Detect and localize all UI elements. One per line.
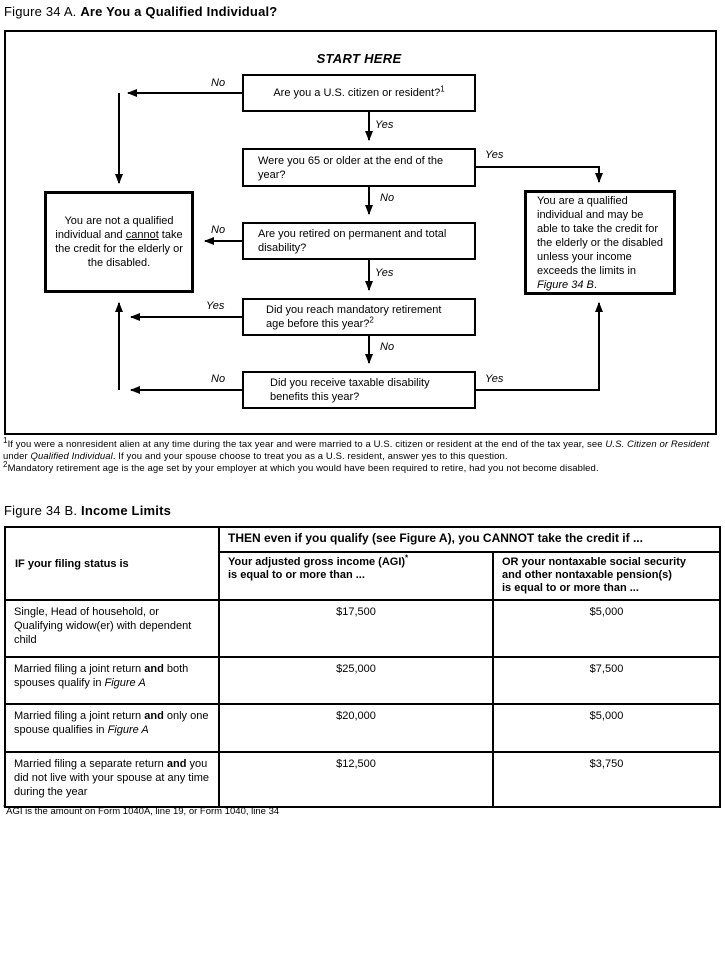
agi-limit-cell: $25,000 [218,656,494,705]
income-limits-table: IF your filing status is THEN even if yo… [4,526,721,808]
flowchart-box-taxable: Did you receive taxable disability benef… [242,371,476,409]
edge-label-mandatory-no: No [380,341,395,353]
footnote-2: 2Mandatory retirement age is the age set… [3,459,599,474]
pension-limit-cell: $5,000 [492,599,721,658]
pension-limit-cell: $5,000 [492,703,721,753]
flowchart-box-mandatory: Did you reach mandatory retirement age b… [242,298,476,336]
edge-label-taxable-no: No [211,373,226,385]
flowchart-box-retired-text: Are you retired on permanent and total d… [258,228,447,254]
table-row: Single, Head of household, or Qualifying… [4,599,721,658]
edge-label-age-yes: Yes [485,149,504,161]
figure-a-footnotes: 1If you were a nonresident alien at any … [3,435,719,475]
flowchart-connectors [115,89,603,394]
edge-label-citizen-yes: Yes [375,119,394,131]
flowchart-box-qualified-text: You are a qualified individual and may b… [537,194,663,291]
figure-b-title: Figure 34 B. Income Limits [4,503,171,518]
filing-status-header: IF your filing status is [4,526,220,601]
arrow-taxable-yes [476,302,603,391]
edge-label-retired-yes: Yes [375,267,394,279]
figure-b-footnote: *AGI is the amount on Form 1040A, line 1… [3,802,280,817]
agi-limit-cell: $17,500 [218,599,494,658]
figure-a-title: Figure 34 A. Are You a Qualified Individ… [4,4,277,19]
agi-limit-cell: $12,500 [218,751,494,808]
then-header: THEN even if you qualify (see Figure A),… [218,526,721,553]
start-here-label: START HERE [316,51,402,66]
edge-label-retired-no: No [211,224,226,236]
edge-label-age-no: No [380,192,395,204]
pension-limit-cell: $3,750 [492,751,721,808]
figure-b-title-main: Income Limits [81,503,172,518]
filing-status-cell: Married filing a joint return and only o… [4,703,220,753]
flowchart-box-qualified: You are a qualified individual and may b… [524,190,676,295]
table-row: Married filing a joint return and both s… [4,656,721,705]
filing-status-cell: Married filing a separate return and you… [4,751,220,808]
footnote-1: 1If you were a nonresident alien at any … [3,435,710,462]
figure-a-flowchart: START HERE Are you a U.S. citizen or res… [4,30,717,435]
flowchart-box-not-qualified-text: You are not a qualified individual and c… [55,215,183,269]
figure-a-title-prefix: Figure 34 A. [4,4,77,19]
pension-limit-cell: $7,500 [492,656,721,705]
filing-status-cell: Single, Head of household, or Qualifying… [4,599,220,658]
agi-header: Your adjusted gross income (AGI)*is equa… [218,551,494,601]
filing-status-cell: Married filing a joint return and both s… [4,656,220,705]
flowchart-box-not-qualified: You are not a qualified individual and c… [44,191,194,293]
flowchart-box-retired: Are you retired on permanent and total d… [242,222,476,260]
flowchart-box-taxable-text: Did you receive taxable disability benef… [270,377,430,403]
flowchart-box-citizen-text: Are you a U.S. citizen or resident?1 [273,84,445,99]
figure-b-title-prefix: Figure 34 B. [4,503,78,518]
agi-limit-cell: $20,000 [218,703,494,753]
table-row: Married filing a joint return and only o… [4,703,721,753]
arrow-age-yes [476,166,603,183]
figure-a-title-main: Are You a Qualified Individual? [80,4,278,19]
flowchart-box-mandatory-text: Did you reach mandatory retirement age b… [266,304,442,330]
flowchart-box-citizen: Are you a U.S. citizen or resident?1 [242,74,476,112]
table-row: Married filing a separate return and you… [4,751,721,808]
flowchart-box-age65: Were you 65 or older at the end of the y… [242,148,476,187]
edge-label-citizen-no: No [211,77,226,89]
edge-label-taxable-yes: Yes [485,373,504,385]
flowchart-box-age65-text: Were you 65 or older at the end of the y… [258,154,444,181]
edge-label-mandatory-yes: Yes [206,300,225,312]
